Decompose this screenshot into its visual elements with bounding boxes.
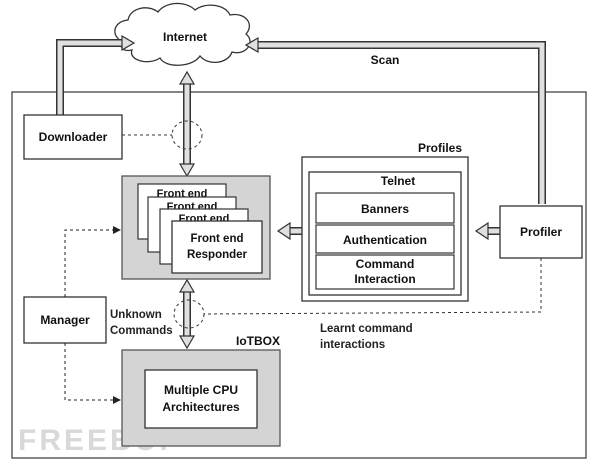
learnt-label-2: interactions: [320, 339, 385, 351]
profiler-label: Profiler: [520, 225, 562, 239]
downloader-label: Downloader: [39, 130, 108, 144]
profiler-box: [499, 205, 583, 259]
multiple-cpu-box: [144, 369, 258, 429]
frontend-responder-label-1: Front end: [190, 233, 243, 245]
profiles-label: Profiles: [418, 141, 462, 155]
manager-frontend-link: [64, 226, 121, 297]
authentication-box: [315, 224, 455, 254]
profiles-frontend-arrow: [276, 221, 302, 241]
learnt-interactions-link: [203, 258, 542, 315]
scan-label: Scan: [371, 53, 400, 67]
downloader-internet-arrow: [56, 34, 136, 115]
manager-label: Manager: [40, 313, 90, 327]
internet-label: Internet: [163, 30, 207, 44]
internet-frontend-arrow: [178, 70, 196, 178]
banners-box: [315, 192, 455, 224]
frontend-responder-label-2: Responder: [187, 249, 248, 261]
command-interaction-label-1: Command: [356, 257, 415, 271]
multiple-cpu-label-1: Multiple CPU: [164, 383, 238, 397]
profiler-profiles-arrow: [474, 221, 500, 241]
downloader-box: [23, 114, 123, 160]
command-interaction-label-2: Interaction: [354, 272, 415, 286]
internet-cloud: [114, 2, 251, 66]
learnt-label-1: Learnt command: [320, 323, 413, 335]
authentication-label: Authentication: [343, 233, 427, 247]
telnet-label: Telnet: [381, 174, 415, 188]
scan-arrow: [244, 36, 546, 204]
unknown-commands-label-1: Unknown: [110, 309, 162, 321]
frontend-iotbox-arrow: [178, 278, 196, 350]
manager-iotbox-link: [64, 343, 121, 404]
iotbox-label: IoTBOX: [236, 334, 280, 348]
multiple-cpu-label-2: Architectures: [162, 400, 240, 414]
system-boundary: [11, 91, 587, 459]
banners-label: Banners: [361, 202, 409, 216]
unknown-commands-label-2: Commands: [110, 325, 173, 337]
frontend-responder-box: [171, 220, 263, 274]
manager-box: [23, 296, 107, 344]
downloader-junction: [171, 120, 203, 150]
command-interaction-box: [315, 254, 455, 290]
